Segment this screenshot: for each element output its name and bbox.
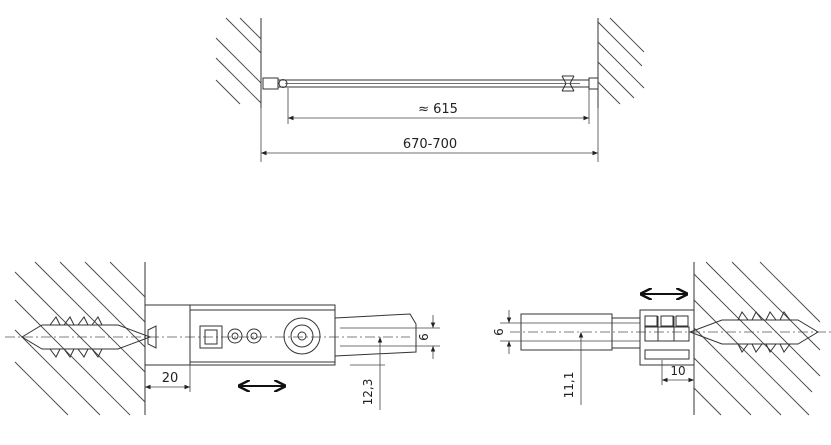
right-offset-label: 10	[670, 364, 685, 378]
right-dowel	[688, 311, 819, 353]
left-dowel	[21, 316, 152, 358]
dimension-outer: 670-700	[260, 108, 599, 162]
left-profile-label: 6	[417, 333, 431, 341]
left-offset-label: 20	[162, 371, 179, 386]
dimension-inner: ≈ 615	[287, 88, 590, 124]
right-height-dimension: 11,1	[562, 332, 600, 405]
outer-range-label: 670-700	[403, 137, 457, 152]
left-height-dimension: 12,3	[350, 337, 385, 410]
left-height-label: 12,3	[361, 379, 375, 406]
shower-rod	[262, 75, 599, 92]
right-profile-label: 6	[492, 328, 506, 336]
right-height-label: 11,1	[562, 372, 576, 399]
left-detail-wall-hatch	[14, 261, 146, 416]
left-offset-dimension: 20	[145, 365, 191, 392]
right-bracket	[520, 309, 695, 366]
left-detail: 6 20 12,3	[5, 261, 440, 416]
left-profile-dimension: 6	[410, 315, 440, 359]
right-detail-wall-hatch	[693, 261, 821, 416]
right-offset-dimension: 10	[661, 360, 695, 385]
top-view: ≈ 615 670-700	[215, 17, 645, 162]
right-wall-hatch	[597, 17, 645, 108]
inner-width-label: ≈ 615	[418, 102, 458, 117]
left-bracket	[144, 304, 417, 366]
left-wall-hatch	[215, 17, 262, 108]
right-profile-dimension: 6	[492, 310, 521, 354]
right-detail: 6 11,1 10	[492, 261, 831, 416]
